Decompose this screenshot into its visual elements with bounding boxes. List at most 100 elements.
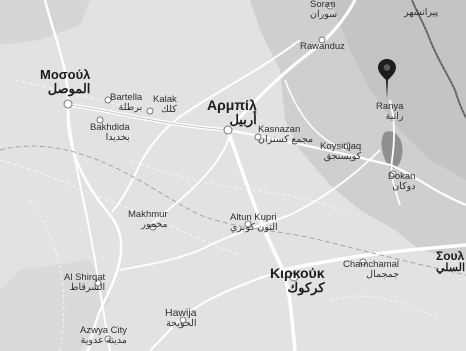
place-label-topright[interactable]: پیرانشهر bbox=[404, 8, 438, 18]
place-latin: Hawija bbox=[165, 307, 197, 319]
place-arabic: السلي bbox=[436, 261, 466, 274]
place-arabic: أربيل bbox=[229, 111, 257, 127]
place-latin: Koysinjaq bbox=[320, 141, 362, 152]
place-latin: Al Shirqat bbox=[64, 272, 106, 283]
place-label-azwya[interactable]: Azwya City مدينة عدوية bbox=[80, 326, 127, 346]
place-label-alshirqat[interactable]: Al Shirqat الشرقاط bbox=[64, 273, 105, 293]
city-dot-alshirqat[interactable] bbox=[94, 279, 102, 287]
tigris-river bbox=[43, 0, 123, 351]
minor-road bbox=[129, 159, 351, 216]
place-latin: Soran bbox=[310, 0, 336, 10]
minor-road bbox=[14, 79, 141, 111]
minor-road bbox=[29, 199, 65, 351]
place-arabic: رانية bbox=[385, 110, 404, 122]
place-label-kalak[interactable]: Kalak كلك bbox=[153, 95, 177, 115]
place-latin: Bartella bbox=[110, 92, 143, 103]
city-dot-erbil[interactable] bbox=[223, 125, 233, 135]
place-label-bakhdida[interactable]: Bakhdida بخديدا bbox=[90, 123, 130, 143]
city-dot-kasnazan[interactable] bbox=[254, 133, 262, 141]
country-border bbox=[411, 0, 466, 119]
road bbox=[149, 134, 231, 226]
place-label-bartella[interactable]: Bartella برطلة bbox=[110, 93, 142, 113]
road bbox=[389, 99, 401, 206]
place-arabic: دوكان bbox=[392, 180, 416, 192]
city-dot-kirkuk[interactable] bbox=[289, 272, 299, 282]
place-arabic: كركوك bbox=[287, 279, 325, 295]
highway bbox=[282, 243, 466, 272]
place-arabic: مدينة عدوية bbox=[80, 334, 127, 346]
place-latin: Σουλ bbox=[436, 249, 465, 263]
pin-head bbox=[378, 59, 396, 99]
highway bbox=[226, 129, 297, 351]
city-dot-kalak[interactable] bbox=[146, 107, 154, 115]
place-label-koysinjaq[interactable]: Koysinjaq كويسنجق bbox=[320, 142, 361, 162]
dokan-lake bbox=[381, 131, 403, 169]
terrain-patch bbox=[0, 0, 90, 45]
place-arabic: كلك bbox=[161, 103, 177, 115]
place-label-soran[interactable]: Soran سوران bbox=[310, 0, 337, 20]
place-latin: Kalak bbox=[153, 94, 177, 105]
place-latin: Ranya bbox=[376, 101, 404, 112]
place-arabic: التون كوبري bbox=[230, 221, 278, 233]
city-dot-bakhdida[interactable] bbox=[96, 116, 104, 124]
place-label-makhmur[interactable]: Makhmur مخمور bbox=[128, 210, 168, 230]
minor-road bbox=[329, 295, 441, 321]
place-arabic: كويسنجق bbox=[323, 150, 362, 162]
city-dot-makhmur[interactable] bbox=[149, 223, 157, 231]
terrain-patch bbox=[0, 260, 110, 351]
river-segment bbox=[284, 79, 346, 151]
place-label-altunkupri[interactable]: Altun Kupri التون كوبري bbox=[230, 213, 278, 233]
place-latin: Αρμπίλ bbox=[207, 97, 257, 113]
city-dot-soran[interactable] bbox=[326, 2, 334, 10]
city-dot-mosul[interactable] bbox=[63, 99, 73, 109]
city-dot-altunkupri[interactable] bbox=[244, 220, 252, 228]
road bbox=[67, 104, 111, 351]
city-dot-chamchamal[interactable] bbox=[359, 258, 367, 266]
place-latin: Bakhdida bbox=[90, 122, 130, 133]
highway bbox=[67, 104, 229, 131]
highway bbox=[226, 0, 357, 132]
place-label-kasnazan[interactable]: Kasnazan مجمع كسنزان bbox=[258, 125, 313, 145]
great-zab-river bbox=[111, 39, 301, 213]
place-arabic: الموصل bbox=[47, 80, 91, 96]
city-dot-koysinjaq[interactable] bbox=[343, 142, 351, 150]
city-dot-rawanduz[interactable] bbox=[318, 36, 326, 44]
little-zab-river bbox=[119, 149, 381, 271]
city-dot-azwya[interactable] bbox=[104, 335, 112, 343]
place-latin: Altun Kupri bbox=[230, 212, 277, 223]
place-latin: Chamchamal bbox=[343, 259, 399, 270]
map-pin-icon[interactable] bbox=[377, 58, 397, 100]
region-border bbox=[0, 145, 466, 276]
place-arabic: جمجمال bbox=[366, 268, 399, 280]
place-arabic: سوران bbox=[310, 8, 338, 20]
place-label-dokan[interactable]: Dokan دوكان bbox=[388, 172, 415, 192]
minor-road bbox=[0, 159, 241, 256]
place-latin: Kasnazan bbox=[258, 124, 301, 135]
place-latin: Dokan bbox=[388, 171, 416, 182]
place-label-sulaymaniyah[interactable]: Σουλ السلي bbox=[436, 250, 465, 274]
place-label-erbil[interactable]: Αρμπίλ أربيل bbox=[207, 98, 257, 126]
place-latin: Makhmur bbox=[128, 209, 168, 220]
city-dot-hawija[interactable] bbox=[179, 316, 187, 324]
place-label-ranya[interactable]: Ranya رانية bbox=[376, 102, 403, 122]
city-dot-bartella[interactable] bbox=[104, 96, 112, 104]
place-arabic: برطلة bbox=[118, 101, 143, 113]
place-label-kirkuk[interactable]: Κιρκούκ كركوك bbox=[270, 266, 325, 294]
pin-center bbox=[383, 64, 391, 71]
city-dot-dokan[interactable] bbox=[389, 170, 397, 178]
place-arabic: الحويجة bbox=[166, 318, 197, 330]
place-arabic: بخديدا bbox=[105, 131, 130, 143]
place-label-hawija[interactable]: Hawija الحويجة bbox=[165, 307, 197, 330]
place-latin: Μοσούλ bbox=[40, 67, 91, 82]
place-arabic: الشرقاط bbox=[69, 281, 106, 293]
place-arabic: مجمع كسنزان bbox=[258, 133, 314, 145]
place-latin: Azwya City bbox=[80, 325, 127, 336]
place-latin: Rawanduz bbox=[300, 41, 345, 52]
place-label-chamchamal[interactable]: Chamchamal جمجمال bbox=[343, 260, 399, 280]
place-arabic: مخمور bbox=[141, 218, 168, 230]
road bbox=[227, 128, 466, 207]
place-label-mosul[interactable]: Μοσούλ الموصل bbox=[40, 68, 90, 95]
place-label-rawanduz[interactable]: Rawanduz bbox=[300, 42, 345, 52]
